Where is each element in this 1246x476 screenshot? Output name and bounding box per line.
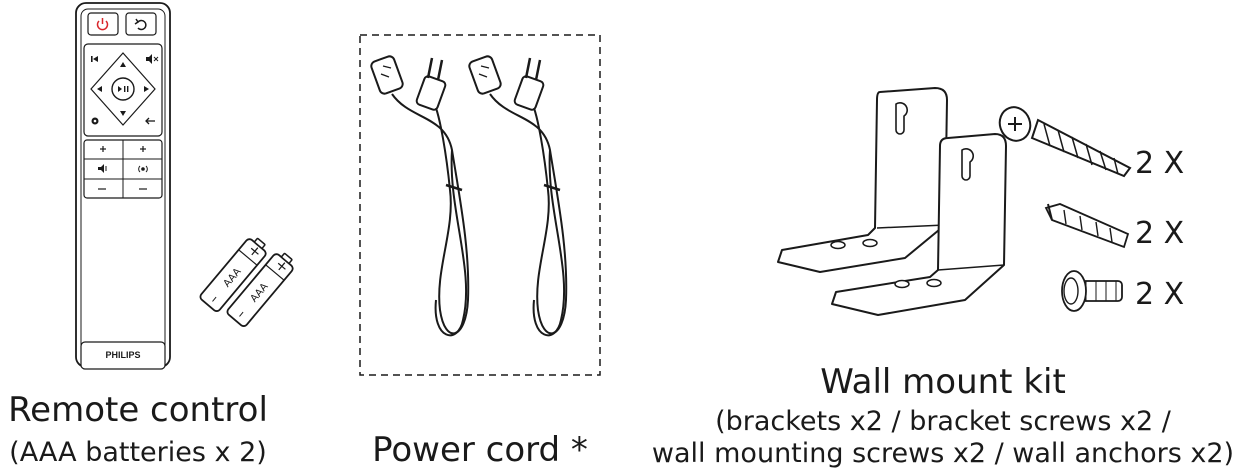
power-cord	[370, 55, 470, 337]
wall-anchor	[1044, 203, 1130, 249]
battery: AAA + –	[226, 252, 294, 327]
settings-icon	[91, 117, 99, 125]
power-cord-caption: Power cord *	[372, 430, 588, 470]
remote-control	[75, 2, 171, 370]
wall-mount-caption: Wall mount kit	[820, 362, 1066, 402]
remote-caption-detail: (AAA batteries x 2)	[9, 437, 267, 468]
volume-controls	[98, 146, 147, 190]
remote-brand-text: PHILIPS	[105, 350, 140, 360]
power-icon	[96, 18, 109, 31]
skip-previous-icon	[91, 56, 98, 62]
power-cord-frame	[359, 34, 601, 376]
battery: AAA + –	[199, 237, 267, 312]
wall-mount-detail-line1: (brackets x2 / bracket screws x2 /	[715, 406, 1171, 437]
play-pause-icon	[118, 86, 129, 92]
wall-screw	[998, 106, 1132, 178]
surround-icon	[138, 165, 148, 173]
bracket-bolt	[1061, 270, 1123, 312]
ok-button[interactable]	[111, 77, 135, 101]
mute-icon	[146, 54, 159, 64]
wall-bracket	[831, 133, 1007, 316]
dpad-arrows	[97, 62, 149, 116]
bolt-quantity: 2 X	[1135, 277, 1185, 312]
back-icon	[134, 18, 147, 31]
screw-quantity: 2 X	[1135, 146, 1185, 181]
wall-mount-detail-line2: wall mounting screws x2 / wall anchors x…	[651, 438, 1235, 469]
anchor-quantity: 2 X	[1135, 216, 1185, 251]
power-cord	[468, 55, 568, 337]
wall-bracket	[777, 87, 948, 273]
volume-icon	[98, 164, 107, 173]
back-button[interactable]	[125, 12, 157, 36]
remote-caption: Remote control	[8, 390, 268, 430]
return-icon	[145, 117, 155, 125]
